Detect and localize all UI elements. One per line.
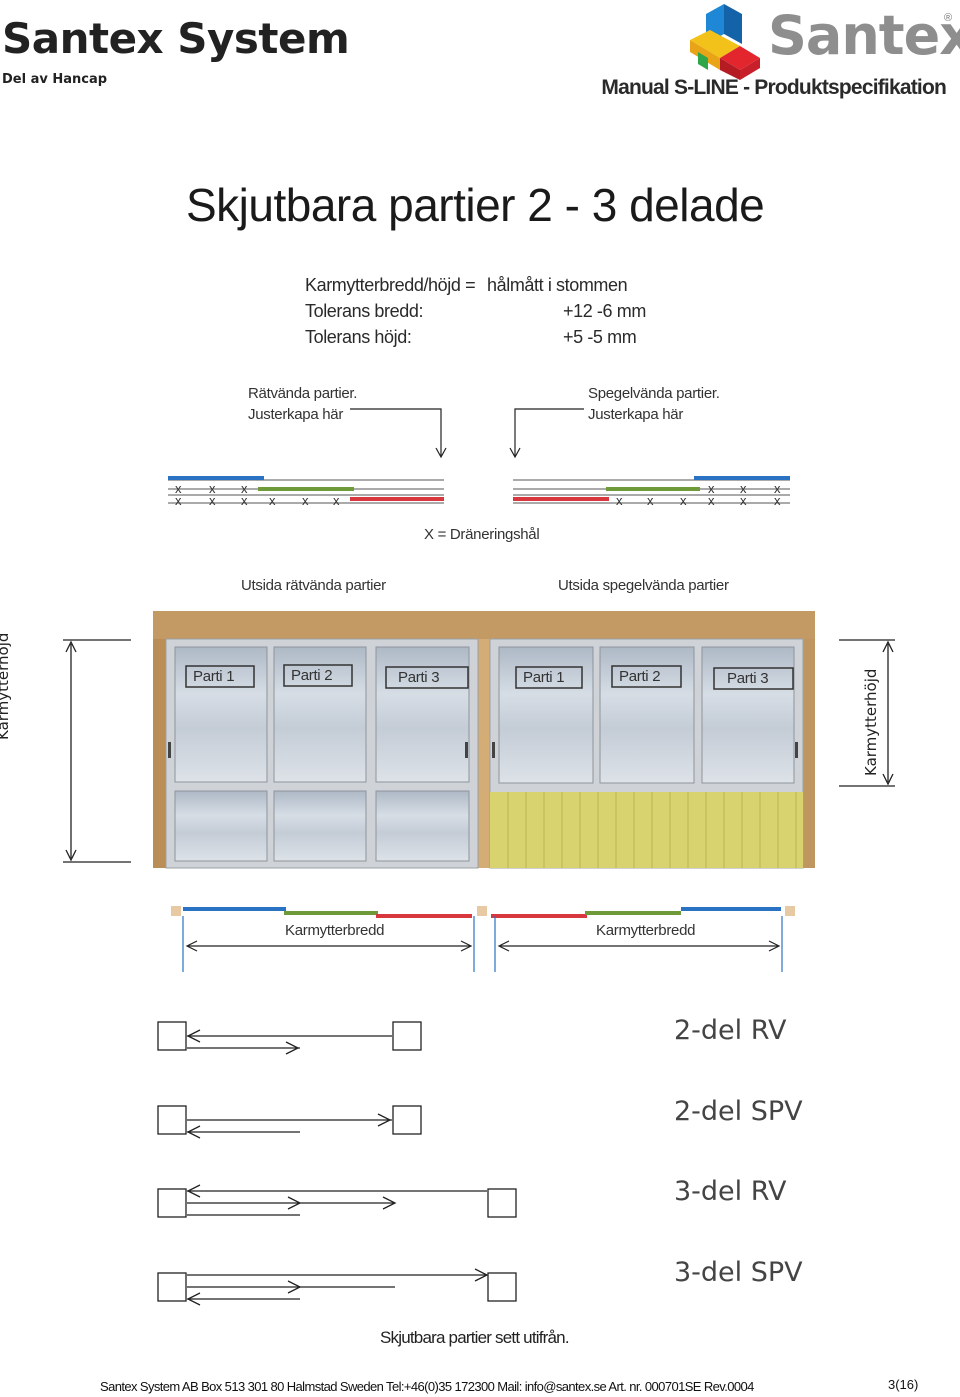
svg-text:x: x [616,493,623,508]
panel-label-1: Parti 1 [193,668,235,685]
variant-2-del-spv [157,1105,422,1139]
profile-green [606,487,700,491]
svg-text:x: x [774,481,781,496]
variant-3-del-rv [157,1184,517,1218]
svg-text:x: x [175,481,182,496]
profile-blue [168,476,264,480]
right-profile-label-2: Justerkapa här [588,406,684,423]
logo-text: Santex [768,4,960,67]
variant-label-3-del-spv: 3-del SPV [674,1257,803,1288]
caption-right-view: Utsida spegelvända partier [558,577,729,594]
panel-label-6: Parti 3 [727,670,769,687]
svg-text:x: x [740,493,747,508]
profile-red [350,497,444,501]
variant-2-del-rv [157,1021,422,1055]
right-profile-label-1: Spegelvända partier. [588,385,720,402]
svg-text:x: x [269,493,276,508]
company-name: Santex System [2,14,350,63]
svg-text:x: x [708,493,715,508]
dimension-arrow-icon [839,639,895,787]
footer-address: Santex System AB Box 513 301 80 Halmstad… [100,1379,754,1394]
svg-text:x: x [302,493,309,508]
spec-value-width-tolerance: +12 -6 mm [563,301,646,321]
santex-logo-icon [690,4,760,80]
manual-title: Manual S-LINE - Produktspecifikation [601,76,946,99]
spec-label-size: Karmytterbredd/höjd = [305,275,476,295]
profile-red [513,497,609,501]
width-label-left: Karmytterbredd [285,922,385,939]
variant-label-2-del-rv: 2-del RV [674,1015,787,1046]
facade-illustration [153,611,815,869]
svg-text:x: x [175,493,182,508]
page-number: 3(16) [888,1377,919,1392]
dimension-arrow-icon [185,940,781,952]
profile-green [258,487,354,491]
panel-label-4: Parti 1 [523,669,565,686]
cut-leader-right [509,408,584,459]
cut-leader-left [350,408,447,459]
svg-text:x: x [209,493,216,508]
svg-text:x: x [241,493,248,508]
svg-text:x: x [209,481,216,496]
svg-text:x: x [774,493,781,508]
spec-value-height-tolerance: +5 -5 mm [563,327,637,347]
width-label-right: Karmytterbredd [596,922,696,939]
svg-text:x: x [708,481,715,496]
spec-label-width-tolerance: Tolerans bredd: [305,301,424,321]
height-label-right: Karmytterhöjd [862,668,880,776]
variant-label-2-del-spv: 2-del SPV [674,1096,803,1127]
caption-left-view: Utsida rätvända partier [241,577,386,594]
svg-text:x: x [241,481,248,496]
left-profile-label-2: Justerkapa här [248,406,344,423]
variant-3-del-spv [157,1268,517,1306]
left-profile-label-1: Rätvända partier. [248,385,358,402]
drain-legend: X = Dräneringshål [424,526,540,543]
company-subtitle: Del av Hancap [2,72,108,87]
spec-value-size: hålmått i stommen [487,275,628,295]
svg-text:x: x [647,493,654,508]
bottom-caption: Skjutbara partier sett utifrån. [380,1328,570,1347]
panel-label-2: Parti 2 [291,667,333,684]
height-label-left: Karmytterhöjd [0,632,12,740]
dimension-arrow-icon [63,639,131,863]
variant-label-3-del-rv: 3-del RV [674,1176,787,1207]
svg-text:x: x [680,493,687,508]
page-title: Skjutbara partier 2 - 3 delade [186,179,765,231]
panel-label-5: Parti 2 [619,668,661,685]
panel-label-3: Parti 3 [398,669,440,686]
panel-label-boxes [185,664,794,690]
spec-label-height-tolerance: Tolerans höjd: [305,327,412,347]
plan-profile-strip [171,906,795,972]
svg-text:x: x [333,493,340,508]
svg-text:x: x [740,481,747,496]
profile-blue [694,476,790,480]
logo-registered: ® [944,12,953,24]
